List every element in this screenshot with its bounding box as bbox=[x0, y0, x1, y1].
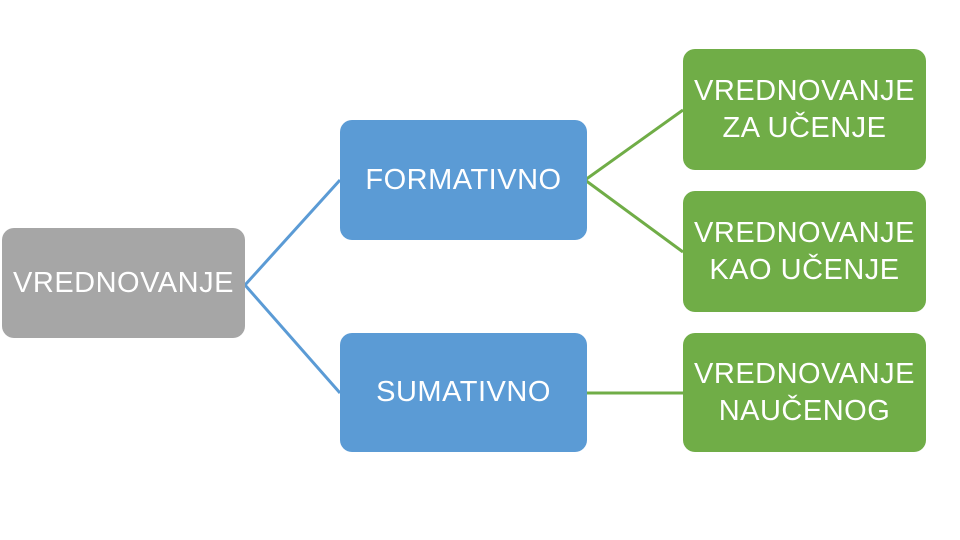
node-vrednovanje-kao-ucenje: VREDNOVANJE KAO UČENJE bbox=[683, 191, 926, 312]
node-vrednovanje: VREDNOVANJE bbox=[2, 228, 245, 338]
node-vrednovanje-za-ucenje-label: VREDNOVANJE ZA UČENJE bbox=[694, 75, 915, 144]
node-vrednovanje-za-ucenje: VREDNOVANJE ZA UČENJE bbox=[683, 49, 926, 170]
node-vrednovanje-naucenog-label: VREDNOVANJE NAUČENOG bbox=[694, 358, 915, 427]
formativno-to-leaves-connector bbox=[582, 108, 684, 254]
root-to-branches-connector bbox=[242, 178, 342, 394]
node-sumativno-label: SUMATIVNO bbox=[376, 376, 551, 409]
node-sumativno: SUMATIVNO bbox=[340, 333, 587, 452]
node-vrednovanje-naucenog: VREDNOVANJE NAUČENOG bbox=[683, 333, 926, 452]
node-formativno-label: FORMATIVNO bbox=[365, 163, 562, 196]
node-formativno: FORMATIVNO bbox=[340, 120, 587, 240]
node-vrednovanje-kao-ucenje-label: VREDNOVANJE KAO UČENJE bbox=[694, 217, 915, 286]
node-vrednovanje-label: VREDNOVANJE bbox=[13, 266, 234, 299]
